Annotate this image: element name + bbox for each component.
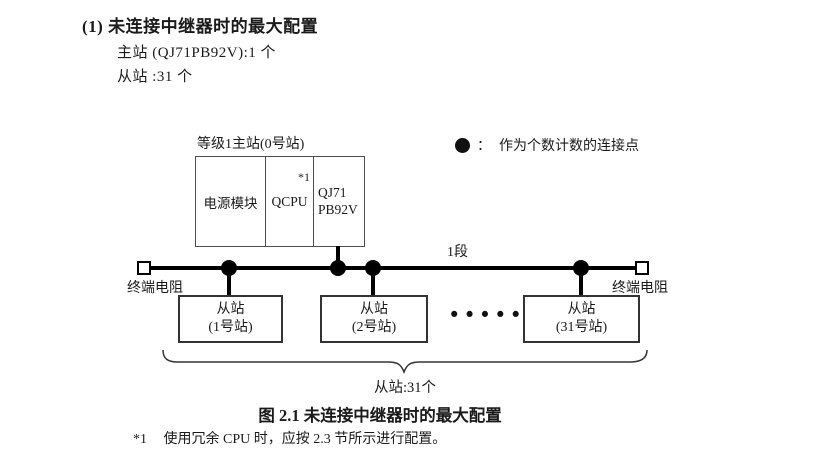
network-module-line1: QJ71: [318, 184, 347, 200]
terminating-resistor-left-label: 终端电阻: [127, 281, 183, 296]
slave31-label-line2: (31号站): [555, 320, 608, 335]
master-count-line: 主站 (QJ71PB92V):1 个: [117, 45, 277, 61]
slave1-drop-line: [227, 268, 231, 296]
slave-range-bracket: [162, 349, 648, 375]
figure-caption: 图 2.1 未连接中继器时的最大配置: [258, 406, 502, 425]
power-module-cell: 电源模块: [196, 157, 266, 246]
footnote-marker: *1: [133, 432, 147, 447]
ellipsis-dots: ••••••: [448, 303, 541, 327]
slave2-label-line2: (2号站): [351, 320, 397, 335]
cpu-module-cell: *1 QCPU: [266, 157, 314, 246]
slave-station-1-box: 从站 (1号站): [178, 295, 283, 343]
slave31-label-line1: 从站: [567, 301, 596, 317]
slave-station-2-box: 从站 (2号站): [320, 295, 428, 343]
footnote-text: 使用冗余 CPU 时，应按 2.3 节所示进行配置。: [163, 432, 447, 447]
legend-separator: ：: [477, 139, 491, 154]
slave2-label-line1: 从站: [360, 301, 388, 317]
legend-text: 作为个数计数的连接点: [499, 139, 639, 154]
slave-count-line: 从站 :31 个: [117, 69, 193, 85]
connection-point-icon: [455, 137, 470, 153]
cpu-footnote-ref: *1: [298, 170, 310, 184]
slave-station-31-box: 从站 (31号站): [523, 295, 640, 343]
terminating-resistor-right-icon: [635, 261, 649, 275]
master-drop-line: [336, 246, 340, 268]
slave1-label-line2: (1号站): [208, 320, 253, 335]
connection-dot-icon: [330, 260, 346, 276]
connection-dot-icon: [365, 260, 381, 276]
master-station-label: 等级1主站(0号站): [197, 137, 305, 152]
bus-segment-line: [150, 266, 636, 270]
network-module-line2: PB92V: [318, 201, 358, 217]
section-heading: (1) 未连接中继器时的最大配置: [82, 17, 319, 36]
cpu-module-label: QCPU: [271, 193, 308, 209]
connection-dot-icon: [573, 260, 589, 276]
terminating-resistor-right-label: 终端电阻: [612, 281, 668, 296]
master-station-box: 电源模块 *1 QCPU QJ71 PB92V: [195, 156, 365, 247]
segment-label: 1段: [447, 245, 468, 260]
slave1-label-line1: 从站: [216, 301, 245, 317]
legend: ： 作为个数计数的连接点: [455, 135, 639, 155]
bracket-label: 从站:31个: [373, 380, 437, 396]
slave31-drop-line: [579, 268, 583, 296]
network-module-cell: QJ71 PB92V: [314, 157, 364, 246]
slave2-drop-line: [371, 268, 375, 296]
connection-dot-icon: [221, 260, 237, 276]
footnote: *1 使用冗余 CPU 时，应按 2.3 节所示进行配置。: [133, 428, 446, 448]
terminating-resistor-left-icon: [137, 261, 151, 275]
